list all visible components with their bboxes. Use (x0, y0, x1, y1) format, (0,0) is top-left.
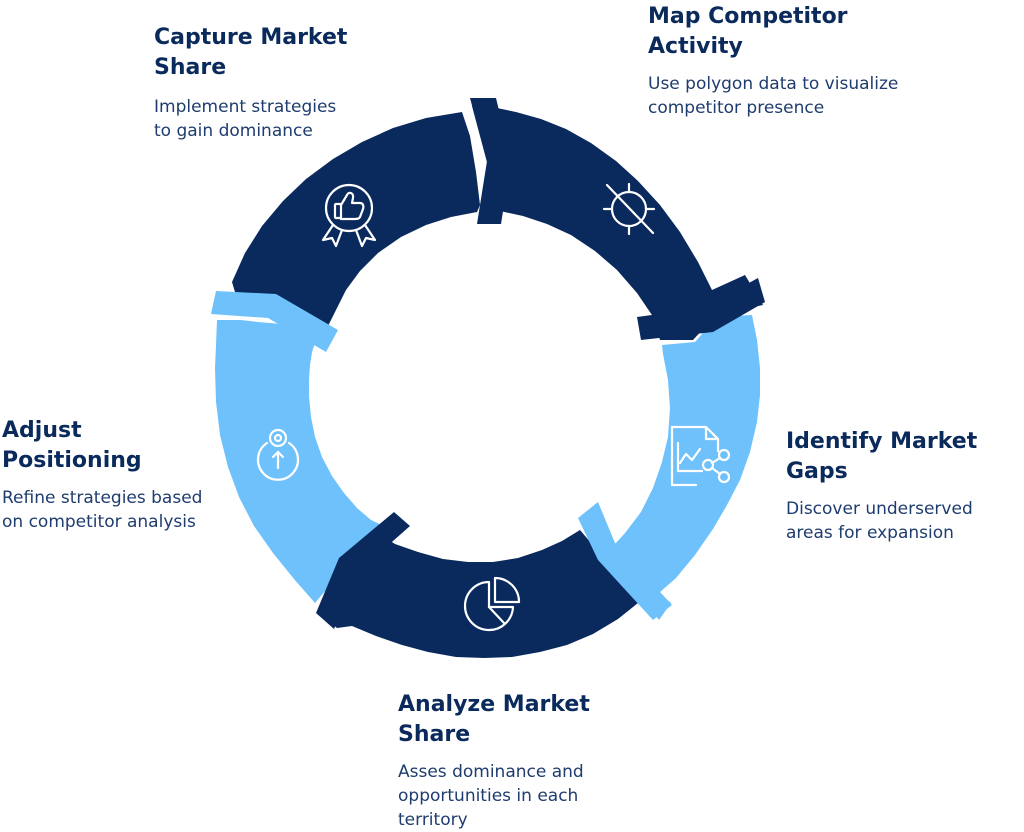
step-title: Map Competitor Activity (648, 4, 848, 59)
connector-identify-to-analyze (578, 502, 672, 620)
step-capture-market-share: Capture Market Share Implement strategie… (154, 23, 354, 143)
pie-chart-icon (463, 576, 521, 632)
step-title: Analyze Market Share (398, 692, 590, 747)
step-analyze-market-share: Analyze Market Share Asses dominance and… (398, 690, 638, 832)
step-description: Discover underserved areas for expansion (786, 499, 973, 543)
step-description: Use polygon data to visualize competitor… (648, 74, 899, 118)
connector-analyze-to-adjust (316, 512, 410, 629)
target-arrow-up-icon (256, 428, 300, 481)
connector-adjust-to-capture (211, 291, 338, 352)
chart-share-document-icon (670, 425, 731, 487)
step-title: Identify Market Gaps (786, 429, 978, 484)
segment-adjust-positioning (215, 320, 386, 603)
step-identify-market-gaps: Identify Market Gaps Discover underserve… (786, 427, 1016, 545)
step-description: Implement strategies to gain dominance (154, 97, 337, 141)
award-thumbs-up-icon (321, 183, 377, 248)
step-title: Adjust Positioning (2, 418, 142, 473)
ring-connectors (211, 98, 765, 629)
segment-analyze-market-share (317, 530, 638, 658)
connector-map-to-identify (637, 278, 765, 340)
step-map-competitor-activity: Map Competitor Activity Use polygon data… (648, 2, 908, 120)
segment-identify-market-gaps (606, 315, 760, 620)
crosshair-off-icon (602, 182, 656, 236)
ring-segments (215, 106, 763, 658)
connector-capture-to-map (470, 98, 511, 224)
segment-capture-market-share (232, 112, 480, 330)
step-title: Capture Market Share (154, 25, 348, 80)
segment-map-competitor-activity (472, 106, 763, 340)
step-description: Refine strategies based on competitor an… (2, 488, 203, 532)
step-description: Asses dominance and opportunities in eac… (398, 762, 584, 830)
step-adjust-positioning: Adjust Positioning Refine strategies bas… (2, 416, 212, 534)
